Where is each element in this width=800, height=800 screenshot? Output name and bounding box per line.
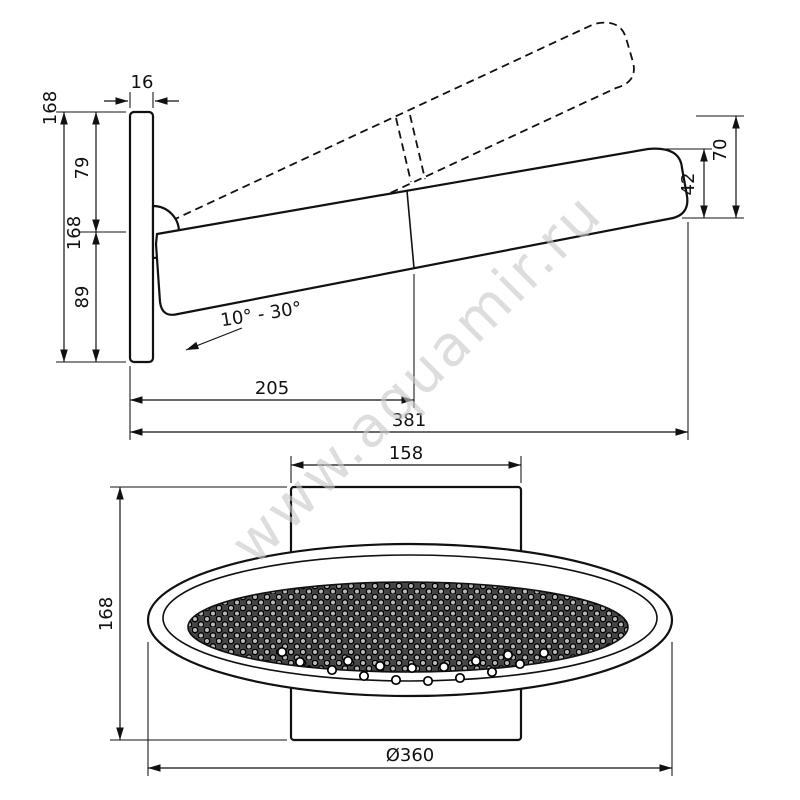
dim-front-plate-height-label: 168	[96, 597, 117, 631]
nozzle-dot	[406, 662, 418, 674]
head-seam-solid	[406, 190, 415, 269]
dim-total-reach-label: 381	[392, 410, 426, 431]
nozzle-dot	[502, 649, 514, 661]
nozzle-dot	[374, 660, 386, 672]
head-inner-rim	[162, 554, 658, 682]
nozzle-dot	[326, 664, 338, 676]
nozzle-dot	[294, 656, 306, 668]
dim-bracket-width-label: 158	[389, 443, 423, 464]
angle-leader-arrow	[185, 327, 243, 351]
nozzle-dot	[486, 666, 498, 678]
nozzle-dot	[358, 670, 370, 682]
front-view: 158 168 Ø360	[96, 443, 674, 776]
side-view: 16 168 79 168 89 10° - 30° 205 381 42 70	[40, 21, 744, 440]
nozzle-dot	[276, 646, 288, 658]
dim-arm-reach-label: 205	[255, 378, 289, 399]
dim-plate-height-label: 168	[40, 91, 61, 125]
spray-face	[187, 581, 629, 673]
nozzle-dot	[470, 655, 482, 667]
nozzle-dot	[538, 647, 550, 659]
dim-top-to-pivot-label: 79	[72, 157, 93, 180]
nozzle-dot	[390, 674, 402, 686]
nozzle-dot	[514, 658, 526, 670]
dim-head-thickness-label: 42	[678, 173, 699, 196]
dim-diameter-label: Ø360	[386, 745, 435, 766]
wall-plate-side	[128, 110, 155, 364]
dim-head-drop-label: 70	[710, 139, 731, 162]
dim-plate-depth-label: 16	[131, 72, 154, 93]
nozzle-dot	[422, 675, 434, 687]
nozzle-dot	[438, 661, 450, 673]
dim-pivot-label: 168	[64, 216, 85, 250]
nozzle-dot	[342, 655, 354, 667]
nozzle-dot	[454, 672, 466, 684]
shower-head-solid-outline	[154, 147, 689, 316]
head-seam-raised-dashed	[395, 117, 412, 183]
head-seam-raised-dashed-2	[409, 114, 426, 180]
front-nozzle-row	[276, 646, 550, 687]
dim-pivot-to-bottom-label: 89	[72, 286, 93, 309]
